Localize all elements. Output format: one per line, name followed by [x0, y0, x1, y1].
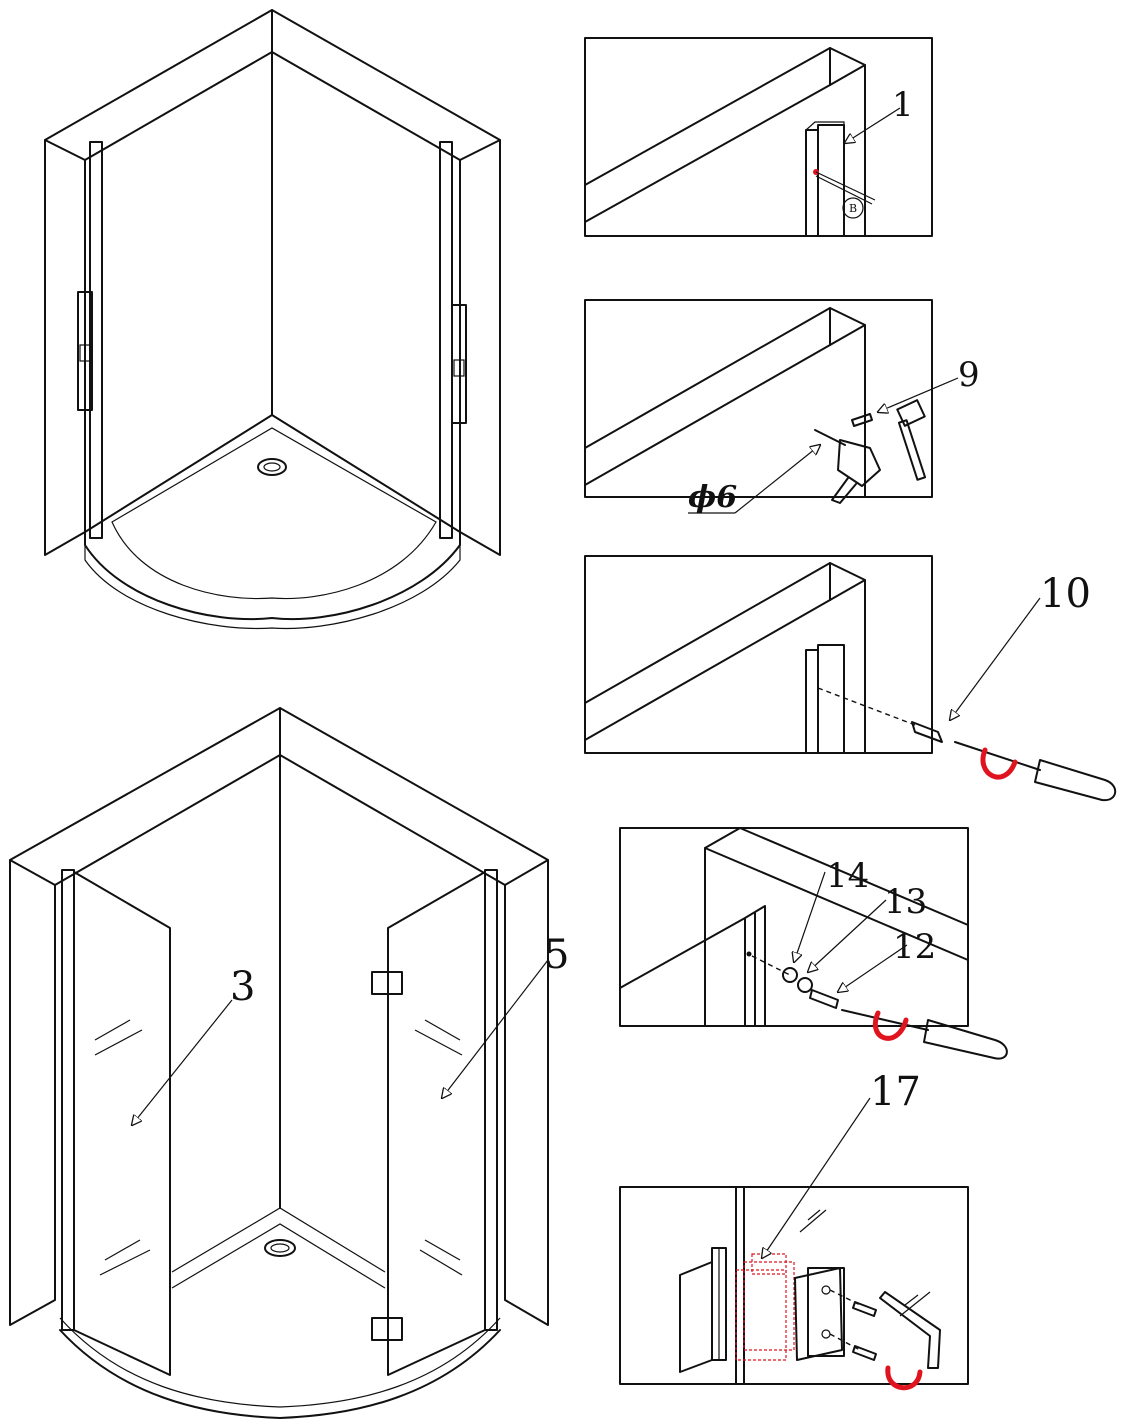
washer-14 [782, 967, 798, 983]
screwdriver-icon [841, 1009, 1008, 1060]
step-panel-2: 9 ϕ6 [584, 299, 980, 515]
cover-plate [794, 1267, 843, 1361]
screwdriver-icon [954, 741, 1117, 802]
hinge-top [371, 971, 403, 995]
label-part-12: 12 [893, 927, 936, 967]
callout-b [842, 197, 864, 219]
label-part-17: 17 [870, 1069, 921, 1115]
screw-10 [911, 721, 943, 743]
wall-profile [805, 129, 819, 237]
label-part-5: 5 [544, 932, 569, 978]
rotation-arrow-icon [873, 1010, 909, 1041]
label-part-9: 9 [958, 355, 980, 395]
left-door-panel-3 [73, 871, 171, 1376]
label-part-10: 10 [1040, 571, 1091, 617]
hinge-bottom [371, 1317, 403, 1341]
enclosure-profiles-view [44, 9, 501, 630]
step-panel-1: B 1 [584, 37, 933, 237]
label-part-3: 3 [230, 964, 255, 1010]
washer-13 [797, 977, 813, 993]
label-part-14: 14 [826, 856, 869, 896]
left-wall-profile [89, 141, 103, 539]
step-panel-4: 14 13 12 [619, 827, 1008, 1060]
right-door-panel-5 [387, 871, 486, 1376]
label-b: B [849, 202, 857, 215]
step-panel-5: 17 [619, 1069, 969, 1391]
hinge-plate-17 [735, 1269, 787, 1361]
allen-key-icon [879, 1291, 941, 1369]
label-drill-size: ϕ6 [688, 480, 737, 515]
enclosure-doors-view: 3 5 [9, 707, 569, 1419]
rotation-arrow-icon [885, 1365, 923, 1391]
hammer-icon [896, 399, 927, 481]
step-panel-3: 10 [584, 555, 1117, 802]
shower-tray [84, 414, 461, 621]
screw-12 [809, 989, 839, 1009]
rotation-arrow-icon [980, 747, 1018, 780]
drill-icon [814, 429, 881, 504]
right-wall-profile [439, 141, 453, 539]
hinge-body [679, 1261, 713, 1373]
drain [257, 458, 287, 476]
label-part-1: 1 [892, 85, 914, 125]
label-part-13: 13 [884, 882, 927, 922]
